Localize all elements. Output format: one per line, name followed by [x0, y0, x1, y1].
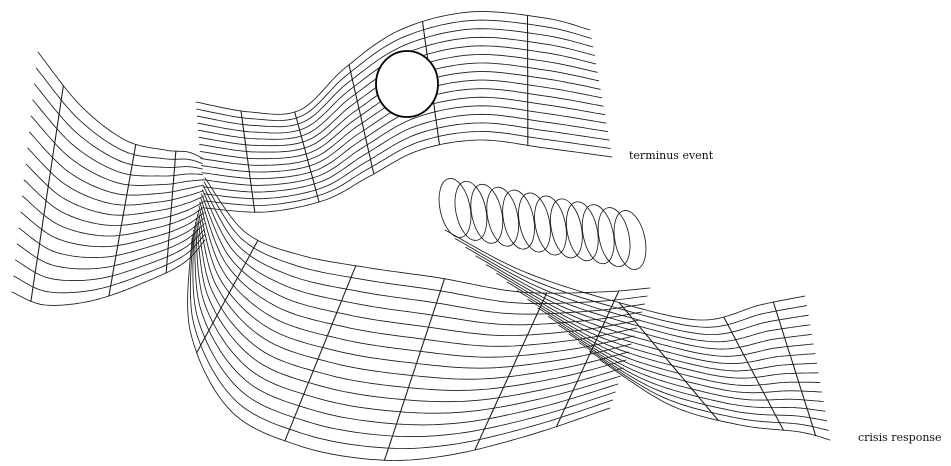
left-sheet-row [16, 229, 205, 281]
lower-sheet-row [204, 182, 647, 304]
lower-sheet-row [190, 234, 612, 449]
upper-sheet-row [205, 140, 612, 212]
lower-sheet-row [188, 238, 610, 461]
left-sheet-row [38, 52, 202, 158]
coil-loops [434, 176, 651, 273]
lower-sheet-row [198, 210, 629, 379]
lower-sheet-cross [475, 293, 547, 450]
right-sheet-row [507, 282, 815, 364]
left-sheet-row [33, 100, 203, 176]
left-sheet-row [21, 212, 204, 247]
lower-sheet-cross [384, 279, 444, 460]
crisis-response-label: crisis response [858, 432, 942, 443]
left-sheet-row [26, 164, 204, 215]
upper-sheet-cross [241, 111, 255, 212]
terminus-event-label: terminus event [629, 150, 713, 161]
right-sheet-row [476, 256, 810, 342]
left-sheet-row [35, 84, 203, 169]
left-sheet-cross [31, 86, 64, 302]
left-sheet-wireframe [12, 52, 205, 305]
left-sheet-row [14, 235, 205, 293]
terminus-hole [376, 51, 438, 117]
right-sheet-cross [724, 317, 784, 430]
right-sheet-wireframe [445, 230, 830, 440]
lower-sheet-row [201, 198, 637, 346]
lower-sheet-cross [197, 240, 258, 352]
left-sheet-row [28, 148, 204, 205]
lower-sheet-cross [285, 266, 356, 441]
right-sheet-row [486, 265, 811, 349]
left-sheet-row [19, 218, 204, 258]
upper-sheet-row [204, 123, 609, 199]
left-sheet-row [24, 180, 204, 226]
upper-sheet-row [204, 131, 610, 205]
